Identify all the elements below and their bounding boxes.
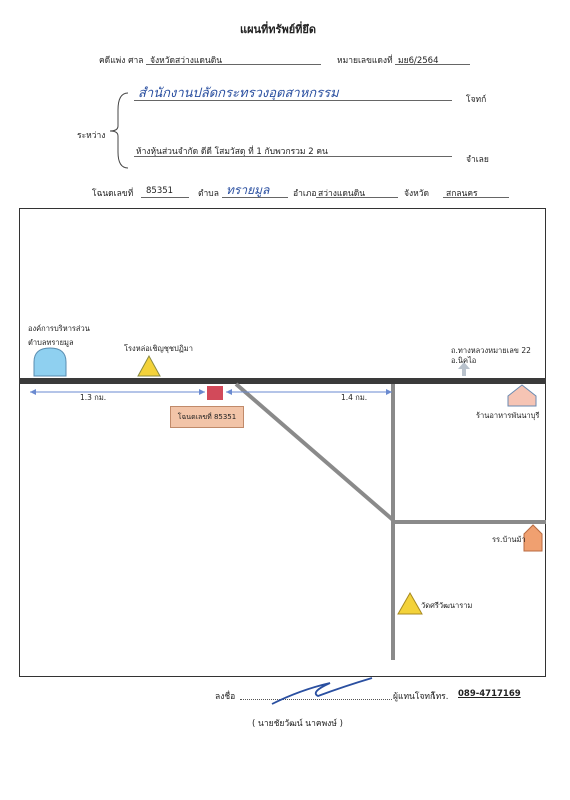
signature-line xyxy=(240,699,392,700)
school-label: รร.บ้านม้า xyxy=(492,535,526,544)
signer-name: ( นายชัยวัฒน์ นาคพงษ์ ) xyxy=(252,719,343,729)
highway-label: ถ.ทางหลวงหมายเลข 22 xyxy=(451,346,531,355)
plaintiff-handwritten: สำนักงานปลัดกระทรวงอุตสาหกรรม xyxy=(138,86,339,101)
map-frame xyxy=(19,208,546,677)
plaintiff-role: โจทก์ xyxy=(466,95,487,105)
sign-label: ลงชื่อ xyxy=(215,692,236,702)
arrow-head-left-icon xyxy=(30,389,36,395)
distance-right-label: 1.4 กม. xyxy=(341,393,368,402)
subdistrict-label: ตำบล xyxy=(198,189,219,199)
defendant-role: จำเลย xyxy=(466,155,489,165)
distance-left-label: 1.3 กม. xyxy=(80,393,107,402)
diagonal-road xyxy=(234,382,395,660)
school-house-icon xyxy=(523,524,543,552)
between-label: ระหว่าง xyxy=(77,131,106,141)
arrow-head-right-2-icon xyxy=(386,389,392,395)
page-title: แผนที่ทรัพย์ที่ยึด xyxy=(240,23,317,36)
temple-label: วัดศรีวัฒนาราม xyxy=(421,601,473,610)
sao-label: องค์การบริหารส่วนตำบลทรายมูล xyxy=(28,324,90,347)
arrow-head-right-icon xyxy=(199,389,205,395)
temple-triangle-icon xyxy=(397,591,423,615)
deed-marker-icon xyxy=(207,386,223,400)
province-label: จังหวัด xyxy=(404,189,430,199)
court-name: จังหวัดสว่างแดนดิน xyxy=(150,56,223,66)
case-label: คดีแพ่ง ศาล xyxy=(99,56,144,66)
district-name: สว่างแดนดิน xyxy=(318,189,366,199)
deed-number: 85351 xyxy=(146,186,174,196)
district-label: อำเภอ xyxy=(293,189,317,199)
direction-arrow-icon xyxy=(458,362,470,376)
highway-road xyxy=(19,378,546,384)
case-number: มย6/2564 xyxy=(398,56,439,66)
factory-label: โรงหล่อเชิญชุชปฏิมา xyxy=(124,344,193,353)
subdistrict-handwritten: ทรายมูล xyxy=(226,183,270,197)
arrow-head-left-2-icon xyxy=(226,389,232,395)
deed-tag: โฉนดเลขที่ 85351 xyxy=(170,406,244,428)
deed-label: โฉนดเลขที่ xyxy=(92,189,134,199)
defendant-name: ห้างหุ้นส่วนจำกัด ดีดี โสมวัสดุ ที่ 1 กั… xyxy=(136,147,328,157)
sao-building-icon xyxy=(33,347,67,377)
phone-label: โทร. xyxy=(431,692,449,702)
shop-label: ร้านอาหารพันนาบุรี xyxy=(476,411,540,420)
shop-house-icon xyxy=(507,384,537,407)
province-name: สกลนคร xyxy=(446,189,478,199)
signer-role: ผู้แทนโจทก์ xyxy=(393,692,436,702)
direction-label: อ.นิคไอ xyxy=(451,356,477,365)
case-number-label: หมายเลขแดงที่ xyxy=(337,56,393,66)
phone-number: 089-4717169 xyxy=(458,689,521,699)
factory-triangle-icon xyxy=(137,354,161,377)
